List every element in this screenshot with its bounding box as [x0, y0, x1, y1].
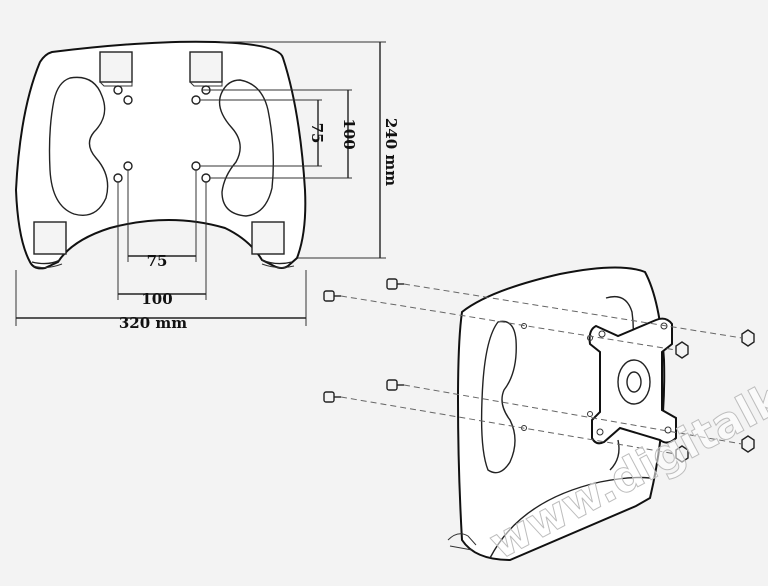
screw-icon: [323, 278, 404, 403]
dim-100-vertical: 100: [340, 118, 358, 149]
front-pad-bottom-left: [33, 221, 67, 255]
nut-icon: [675, 329, 755, 463]
exploded-view: [323, 266, 755, 562]
perspective-left-cutout: [480, 320, 517, 474]
front-view: 75 100 320 mm 75 100 240 mm: [14, 40, 400, 332]
right-cutout: [218, 79, 275, 217]
dim-75-vertical: 75: [308, 123, 326, 144]
front-pad-top-left: [99, 51, 133, 83]
dim-75-horizontal: 75: [147, 252, 168, 270]
dim-320-mm: 320 mm: [119, 314, 187, 332]
front-pad-top-right: [189, 51, 223, 83]
front-plate-outline: [14, 40, 307, 270]
left-cutout: [48, 76, 109, 216]
vesa-bracket: [588, 317, 677, 445]
front-pad-bottom-right: [251, 221, 285, 255]
dim-100-horizontal: 100: [141, 290, 172, 308]
dim-240-mm: 240 mm: [382, 118, 400, 186]
